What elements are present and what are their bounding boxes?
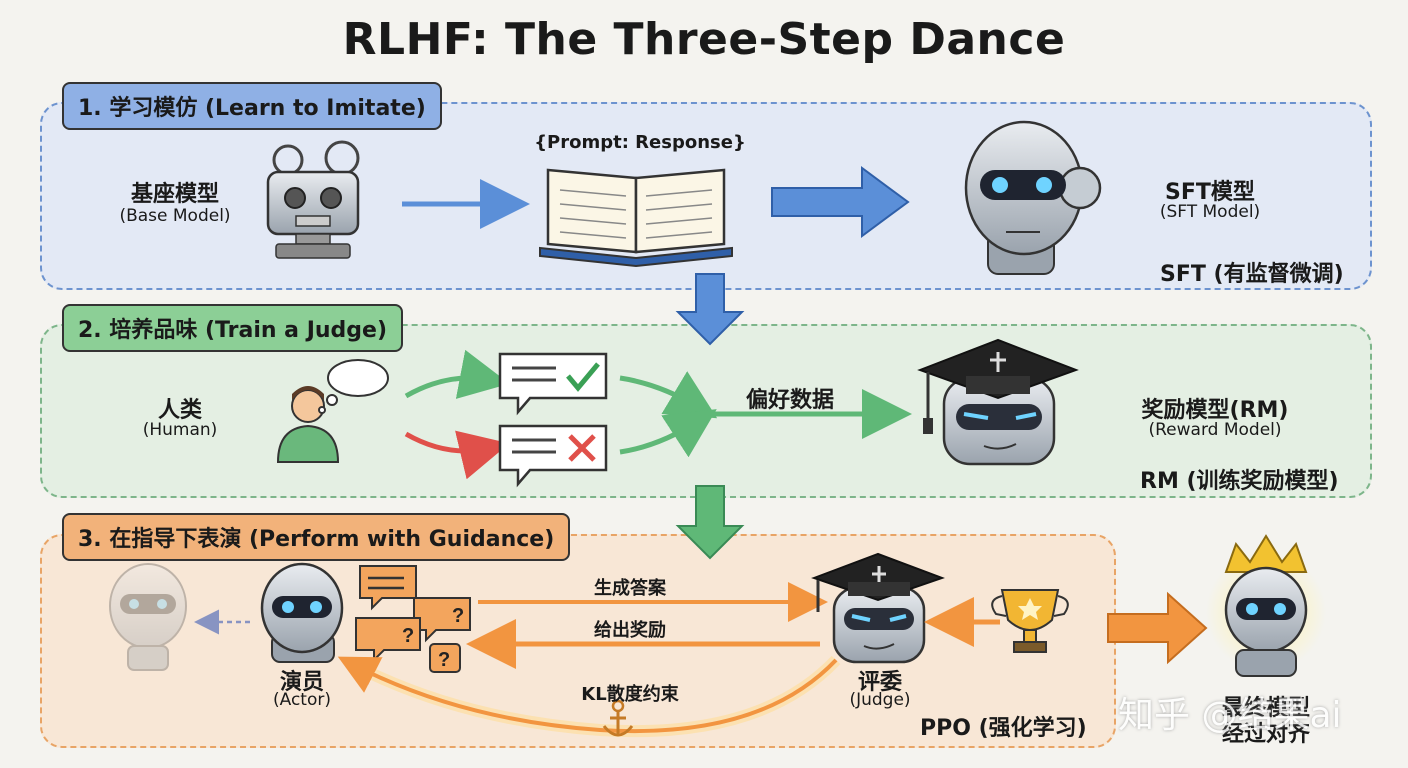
- judge-label-en: (Judge): [849, 690, 911, 710]
- kl-constraint-label: KL散度约束: [581, 684, 679, 705]
- ppo-corner-label: PPO (强化学习): [920, 716, 1087, 741]
- actor-label-en: (Actor): [273, 690, 331, 710]
- human-icon: [276, 386, 340, 463]
- arrow-data-to-sft: [771, 166, 910, 238]
- trophy-icon: [991, 589, 1069, 653]
- base-model-label: 基座模型: [130, 182, 219, 207]
- sft-corner-label: SFT (有监督微调): [1160, 262, 1344, 287]
- actor-label: 演员: [279, 670, 324, 695]
- final-robot-icon: [1206, 534, 1326, 677]
- book-icon: [539, 168, 733, 268]
- watermark: 知乎 @结果ai: [1118, 695, 1342, 736]
- svg-text:?: ?: [452, 605, 464, 627]
- answer-bubbles-icon: ? ? ?: [355, 565, 471, 673]
- bad-response-bubble-icon: [498, 424, 608, 488]
- reward-model-label-en: (Reward Model): [1148, 420, 1282, 440]
- actor-robot-icon: [260, 562, 344, 663]
- base-model-label-en: (Base Model): [119, 206, 231, 226]
- prompt-response-label: {Prompt: Response}: [534, 132, 746, 153]
- judge-robot-icon: [811, 552, 945, 664]
- sft-robot-icon: [964, 120, 1102, 275]
- anchor-icon: [602, 699, 634, 737]
- aligned-label: 经过对齐: [1221, 722, 1310, 747]
- human-label: 人类: [157, 398, 202, 423]
- step3-tag: 3. 在指导下表演 (Perform with Guidance): [62, 513, 571, 561]
- preference-data-label: 偏好数据: [745, 388, 834, 413]
- arrow-kl-constraint: [337, 656, 838, 734]
- rm-corner-label: RM (训练奖励模型): [1140, 469, 1339, 494]
- judge-label: 评委: [857, 670, 902, 695]
- arrow-step1-to-step2: [675, 273, 745, 346]
- diagram-title: RLHF: The Three-Step Dance: [342, 14, 1066, 65]
- human-label-en: (Human): [142, 420, 218, 440]
- step2-tag: 2. 培养品味 (Train a Judge): [62, 304, 404, 352]
- arrow-step2-to-step3: [675, 485, 745, 560]
- arrow-bad-to-merge: [619, 409, 717, 458]
- sft-model-label: SFT模型: [1165, 180, 1255, 205]
- sft-model-label-en: (SFT Model): [1159, 202, 1261, 222]
- final-model-label: 最终模型: [1221, 696, 1310, 721]
- give-reward-label: 给出奖励: [594, 620, 666, 641]
- step1-tag: 1. 学习模仿 (Learn to Imitate): [62, 82, 442, 130]
- reward-model-robot-icon: [917, 338, 1079, 466]
- generate-answer-label: 生成答案: [594, 578, 666, 599]
- base-robot-icon: [266, 140, 360, 259]
- arrow-good-to-merge: [619, 371, 718, 419]
- svg-text:?: ?: [402, 625, 414, 647]
- arrow-human-to-bad: [404, 430, 510, 480]
- svg-text:?: ?: [438, 649, 450, 671]
- reward-model-label: 奖励模型(RM): [1141, 398, 1289, 423]
- thought-bubble-icon: [318, 359, 389, 414]
- arrow-human-to-good: [404, 349, 510, 399]
- good-response-bubble-icon: [498, 352, 608, 416]
- arrow-to-final-model: [1107, 591, 1208, 665]
- ghost-actor-robot-icon: [109, 563, 187, 671]
